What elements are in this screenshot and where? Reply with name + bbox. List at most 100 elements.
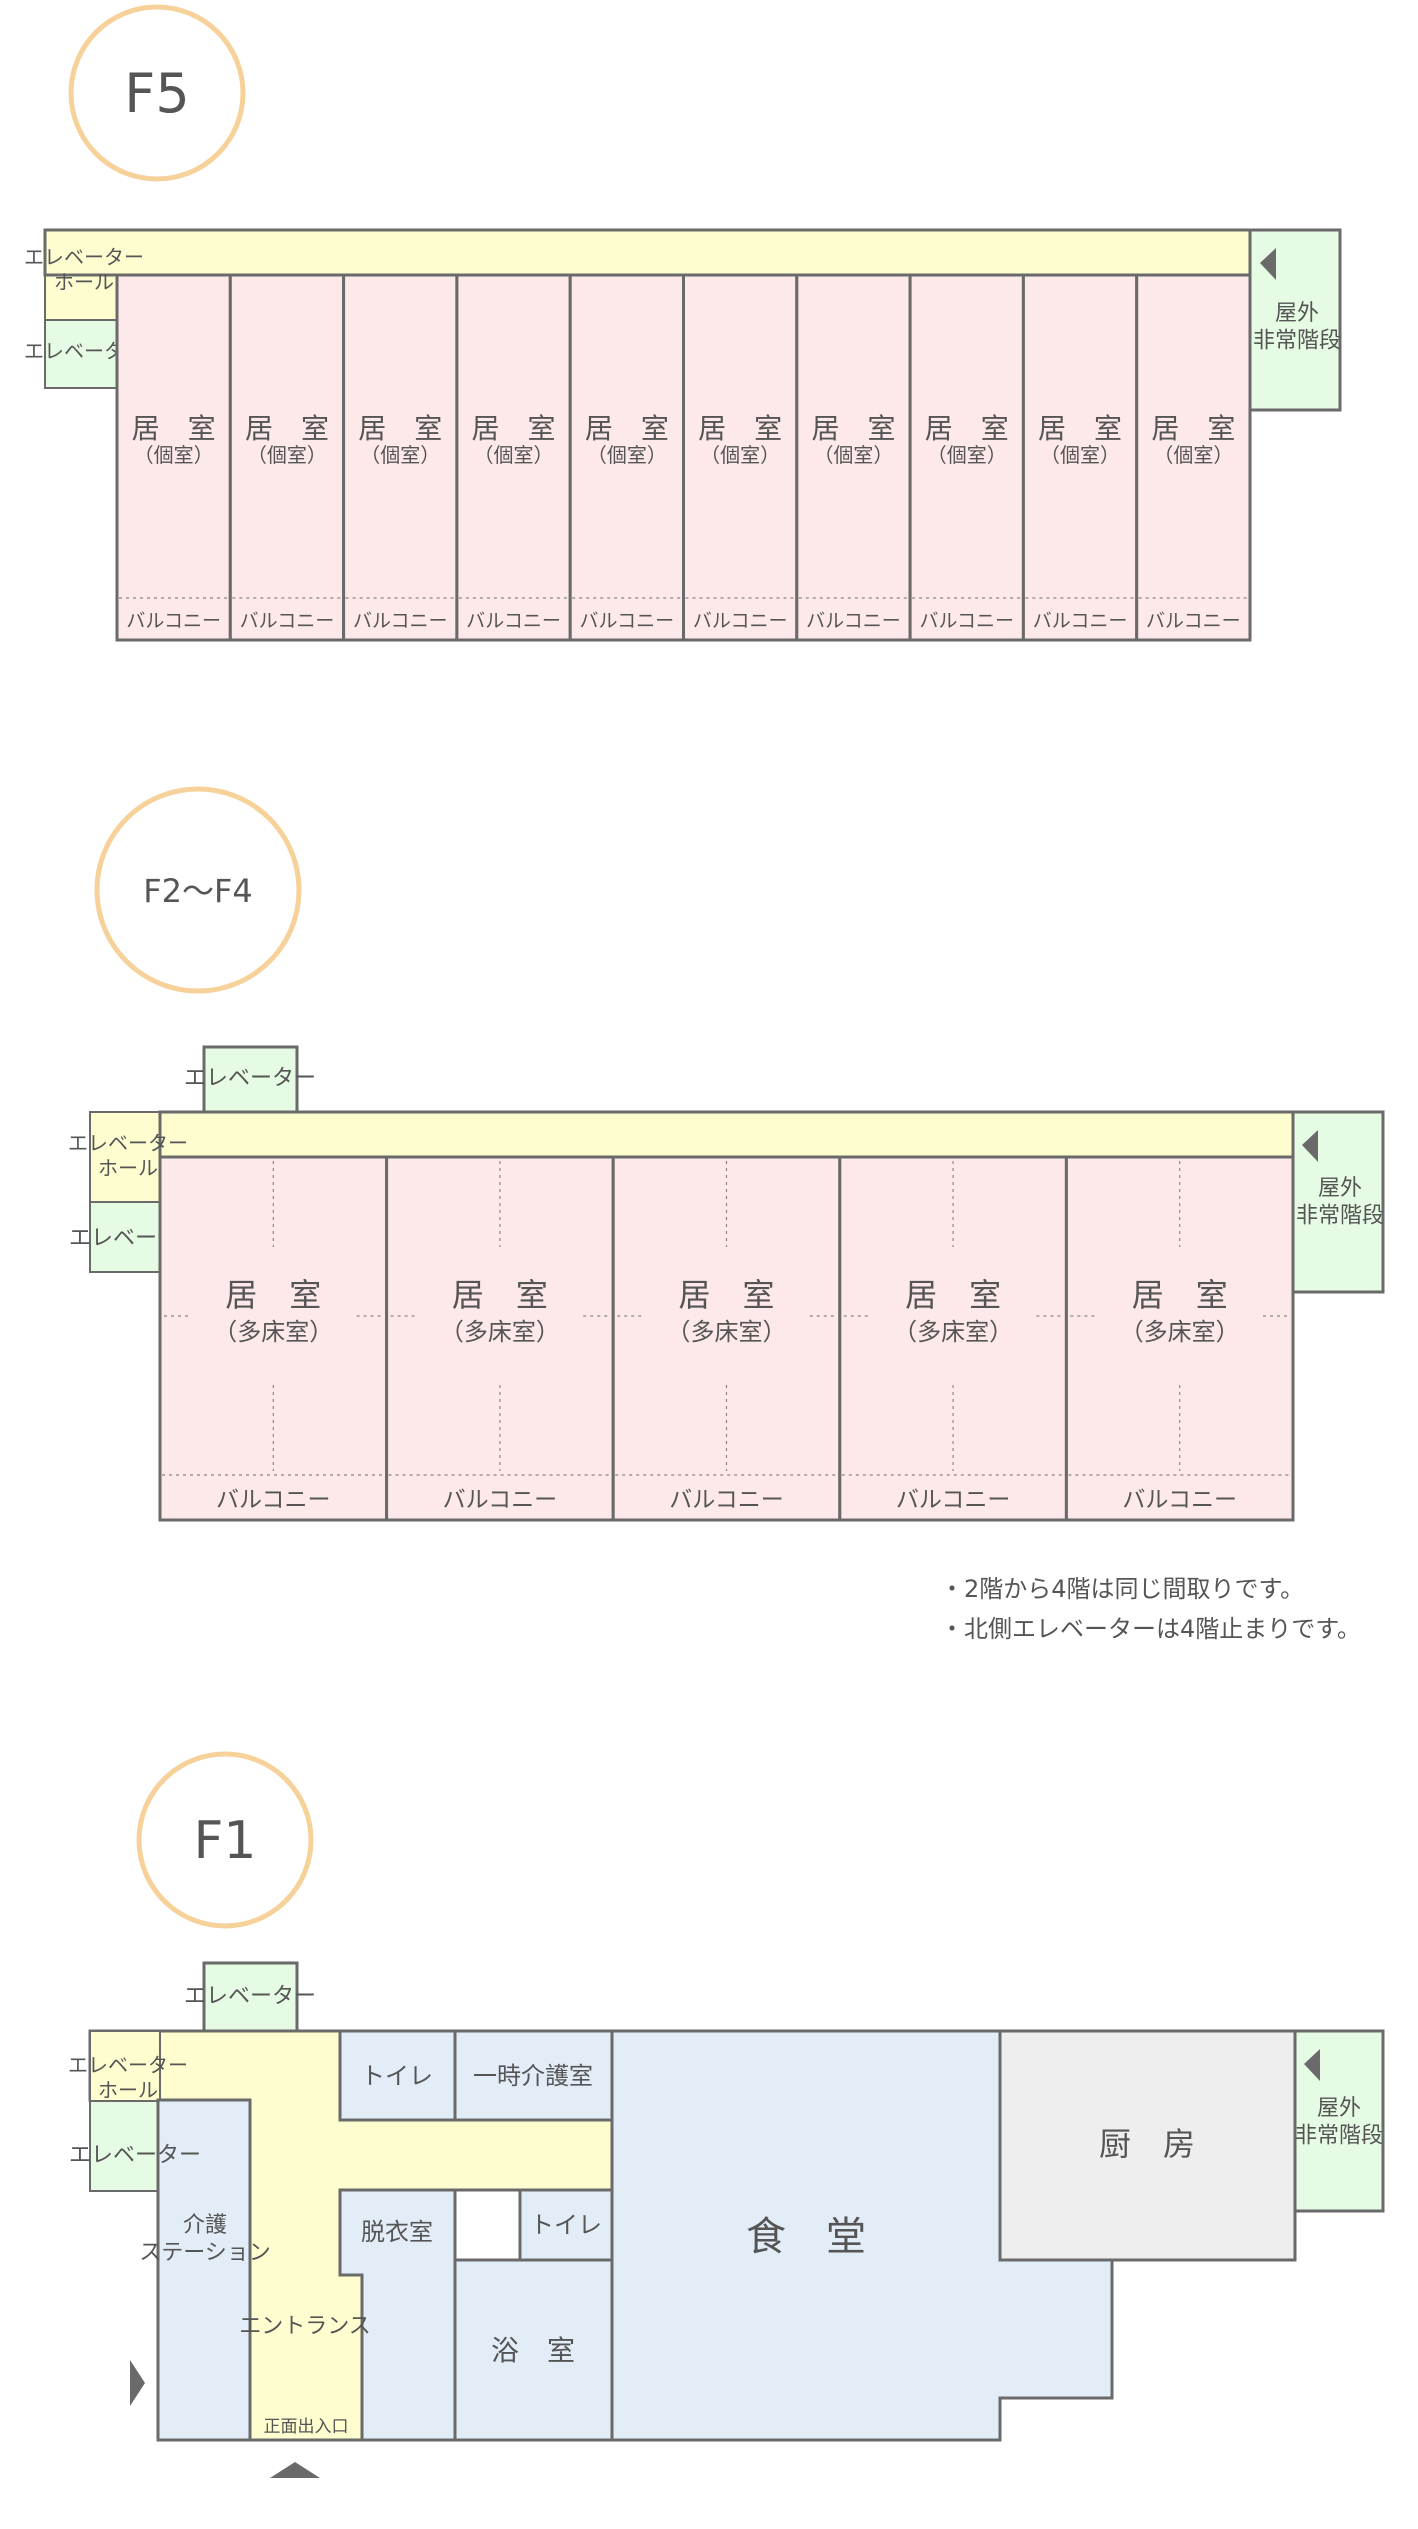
f24-emergency-stairs [1291,1110,1385,1294]
f24-stairs-label: 屋外非常階段 [1296,1176,1384,1229]
f24-note-2: ・北側エレベーターは4階止まりです。 [940,1615,1361,1643]
f24-elevator-hall-label: エレベーターホール [68,1131,188,1180]
f24-elevator-hall [89,1111,161,1203]
f24-room-type: （多床室） [213,1318,333,1346]
f24-elevator-north-label: エレベーター [184,1066,316,1091]
floor-5: F5 エレベーターホール エレベーター 屋外非常階段 居 室（個室）バルコニー居… [24,4,1342,642]
f24-note-1: ・2階から4階は同じ間取りです。 [940,1575,1304,1603]
floor-1-badge [136,1751,314,1929]
f5-room-type: （個室） [927,443,1007,467]
f5-balcony-label: バルコニー [466,610,561,632]
f5-balcony-label: バルコニー [1033,610,1128,632]
f1-bathroom-label: 浴 室 [491,2334,575,2367]
f1-toilet-1-label: トイレ [361,2062,433,2090]
f5-elevator-hall-label: エレベーターホール [24,245,144,294]
f5-elevator [44,319,118,389]
f24-elevator [89,1201,161,1273]
f24-balcony-label: バルコニー [216,1487,331,1513]
f5-corridor [43,228,1252,277]
f1-temp-care-label: 一時介護室 [473,2062,593,2090]
f24-balcony-label: バルコニー [669,1487,784,1513]
f24-balcony-label: バルコニー [896,1487,1011,1513]
f1-care-station [156,2098,252,2442]
f5-room-2 [228,273,346,642]
f1-elevator-hall [89,2030,161,2102]
f5-balcony-label: バルコニー [806,610,901,632]
floor-2-4-label: F2～F4 [143,872,253,910]
f5-room-type: （個室） [134,443,214,467]
f24-room-type: （多床室） [1120,1318,1240,1346]
f1-bathroom [453,2258,614,2442]
f1-elevator-hall-label: エレベーターホール [68,2053,188,2102]
f1-entrance-label: エントランス [239,2314,371,2339]
f24-room-name: 居 室 [225,1276,321,1314]
f24-room-row: 居 室 （多床室） バルコニー 居 室 （多床室） バルコニー 居 室 （多床室） バルコニー 居… [158,1155,1295,1522]
f5-balcony-label: バルコニー [919,610,1014,632]
f5-balcony-label: バルコニー [126,610,221,632]
f5-stairs-label: 屋外非常階段 [1253,301,1341,354]
f1-front-door-label: 正面出入口 [264,2417,349,2437]
f1-stairs-arrow-icon [1304,2049,1320,2081]
floor-1: F1 エレベーター エレベーターホール エレベーター [68,1751,1385,2478]
f5-room-name: 居 室 [245,412,329,445]
f5-room-name: 居 室 [811,412,895,445]
f1-elevator [89,2100,161,2192]
f5-balcony-label: バルコニー [240,610,335,632]
f1-changing-room-label: 脱衣室 [361,2218,433,2246]
floor-2-4: F2～F4 エレベーター エレベーターホール エレベーター 屋外非常階段 居 室… [68,786,1385,1643]
f5-room-name: 居 室 [1151,412,1235,445]
f5-room-type: （個室） [1153,443,1233,467]
f5-room-name: 居 室 [1038,412,1122,445]
f1-temp-care-room [453,2029,614,2122]
f5-room-type: （個室） [360,443,440,467]
f1-care-station-label: 介護ステーション [139,2213,271,2266]
f1-toilet-2-label: トイレ [530,2211,602,2239]
f5-room-name: 居 室 [358,412,442,445]
f24-balcony-label: バルコニー [1122,1487,1237,1513]
f5-room-7 [795,273,912,642]
f24-room-type: （多床室） [440,1318,560,1346]
f24-balcony-label: バルコニー [443,1487,558,1513]
f5-room-1 [115,273,232,642]
f5-room-name: 居 室 [585,412,669,445]
f1-elevator-north-label: エレベーター [184,1984,316,2009]
floor-1-label: F1 [194,1811,257,1871]
f24-room-type: （多床室） [667,1318,787,1346]
f5-balcony-label: バルコニー [693,610,788,632]
f24-room-name: 居 室 [678,1276,774,1314]
f5-room-5 [568,273,686,642]
f5-room-name: 居 室 [698,412,782,445]
f5-room-name: 居 室 [472,412,556,445]
f1-toilet-1 [338,2029,457,2122]
floor-2-4-badge [94,786,302,994]
f5-room-6 [682,273,799,642]
f1-stairs-label: 屋外非常階段 [1295,2096,1383,2149]
f1-dining-label: 食 堂 [746,2214,866,2260]
f5-room-9 [1021,273,1139,642]
f5-room-10 [1135,273,1252,642]
f5-room-type: （個室） [474,443,554,467]
f24-corridor [158,1110,1295,1159]
f5-room-name: 居 室 [132,412,216,445]
f24-room-name: 居 室 [905,1276,1001,1314]
f5-room-type: （個室） [587,443,667,467]
f5-room-name: 居 室 [925,412,1009,445]
floor-5-badge [68,4,246,182]
f1-emergency-stairs [1293,2029,1385,2213]
f5-room-type: （個室） [247,443,327,467]
f5-room-type: （個室） [813,443,893,467]
floor-5-label: F5 [124,62,189,125]
f1-side-entry-arrow-icon [130,2360,145,2406]
f24-room-name: 居 室 [452,1276,548,1314]
f24-elevator-north [202,1045,299,1114]
f5-balcony-label: バルコニー [1146,610,1241,632]
f5-balcony-label: バルコニー [580,610,675,632]
f5-room-type: （個室） [700,443,780,467]
f5-balcony-label: バルコニー [353,610,448,632]
f5-stairs-arrow-icon [1260,248,1276,280]
f24-stairs-arrow-icon [1302,1130,1318,1162]
f24-room-name: 居 室 [1132,1276,1228,1314]
f1-kitchen-label: 厨 房 [1099,2125,1195,2163]
